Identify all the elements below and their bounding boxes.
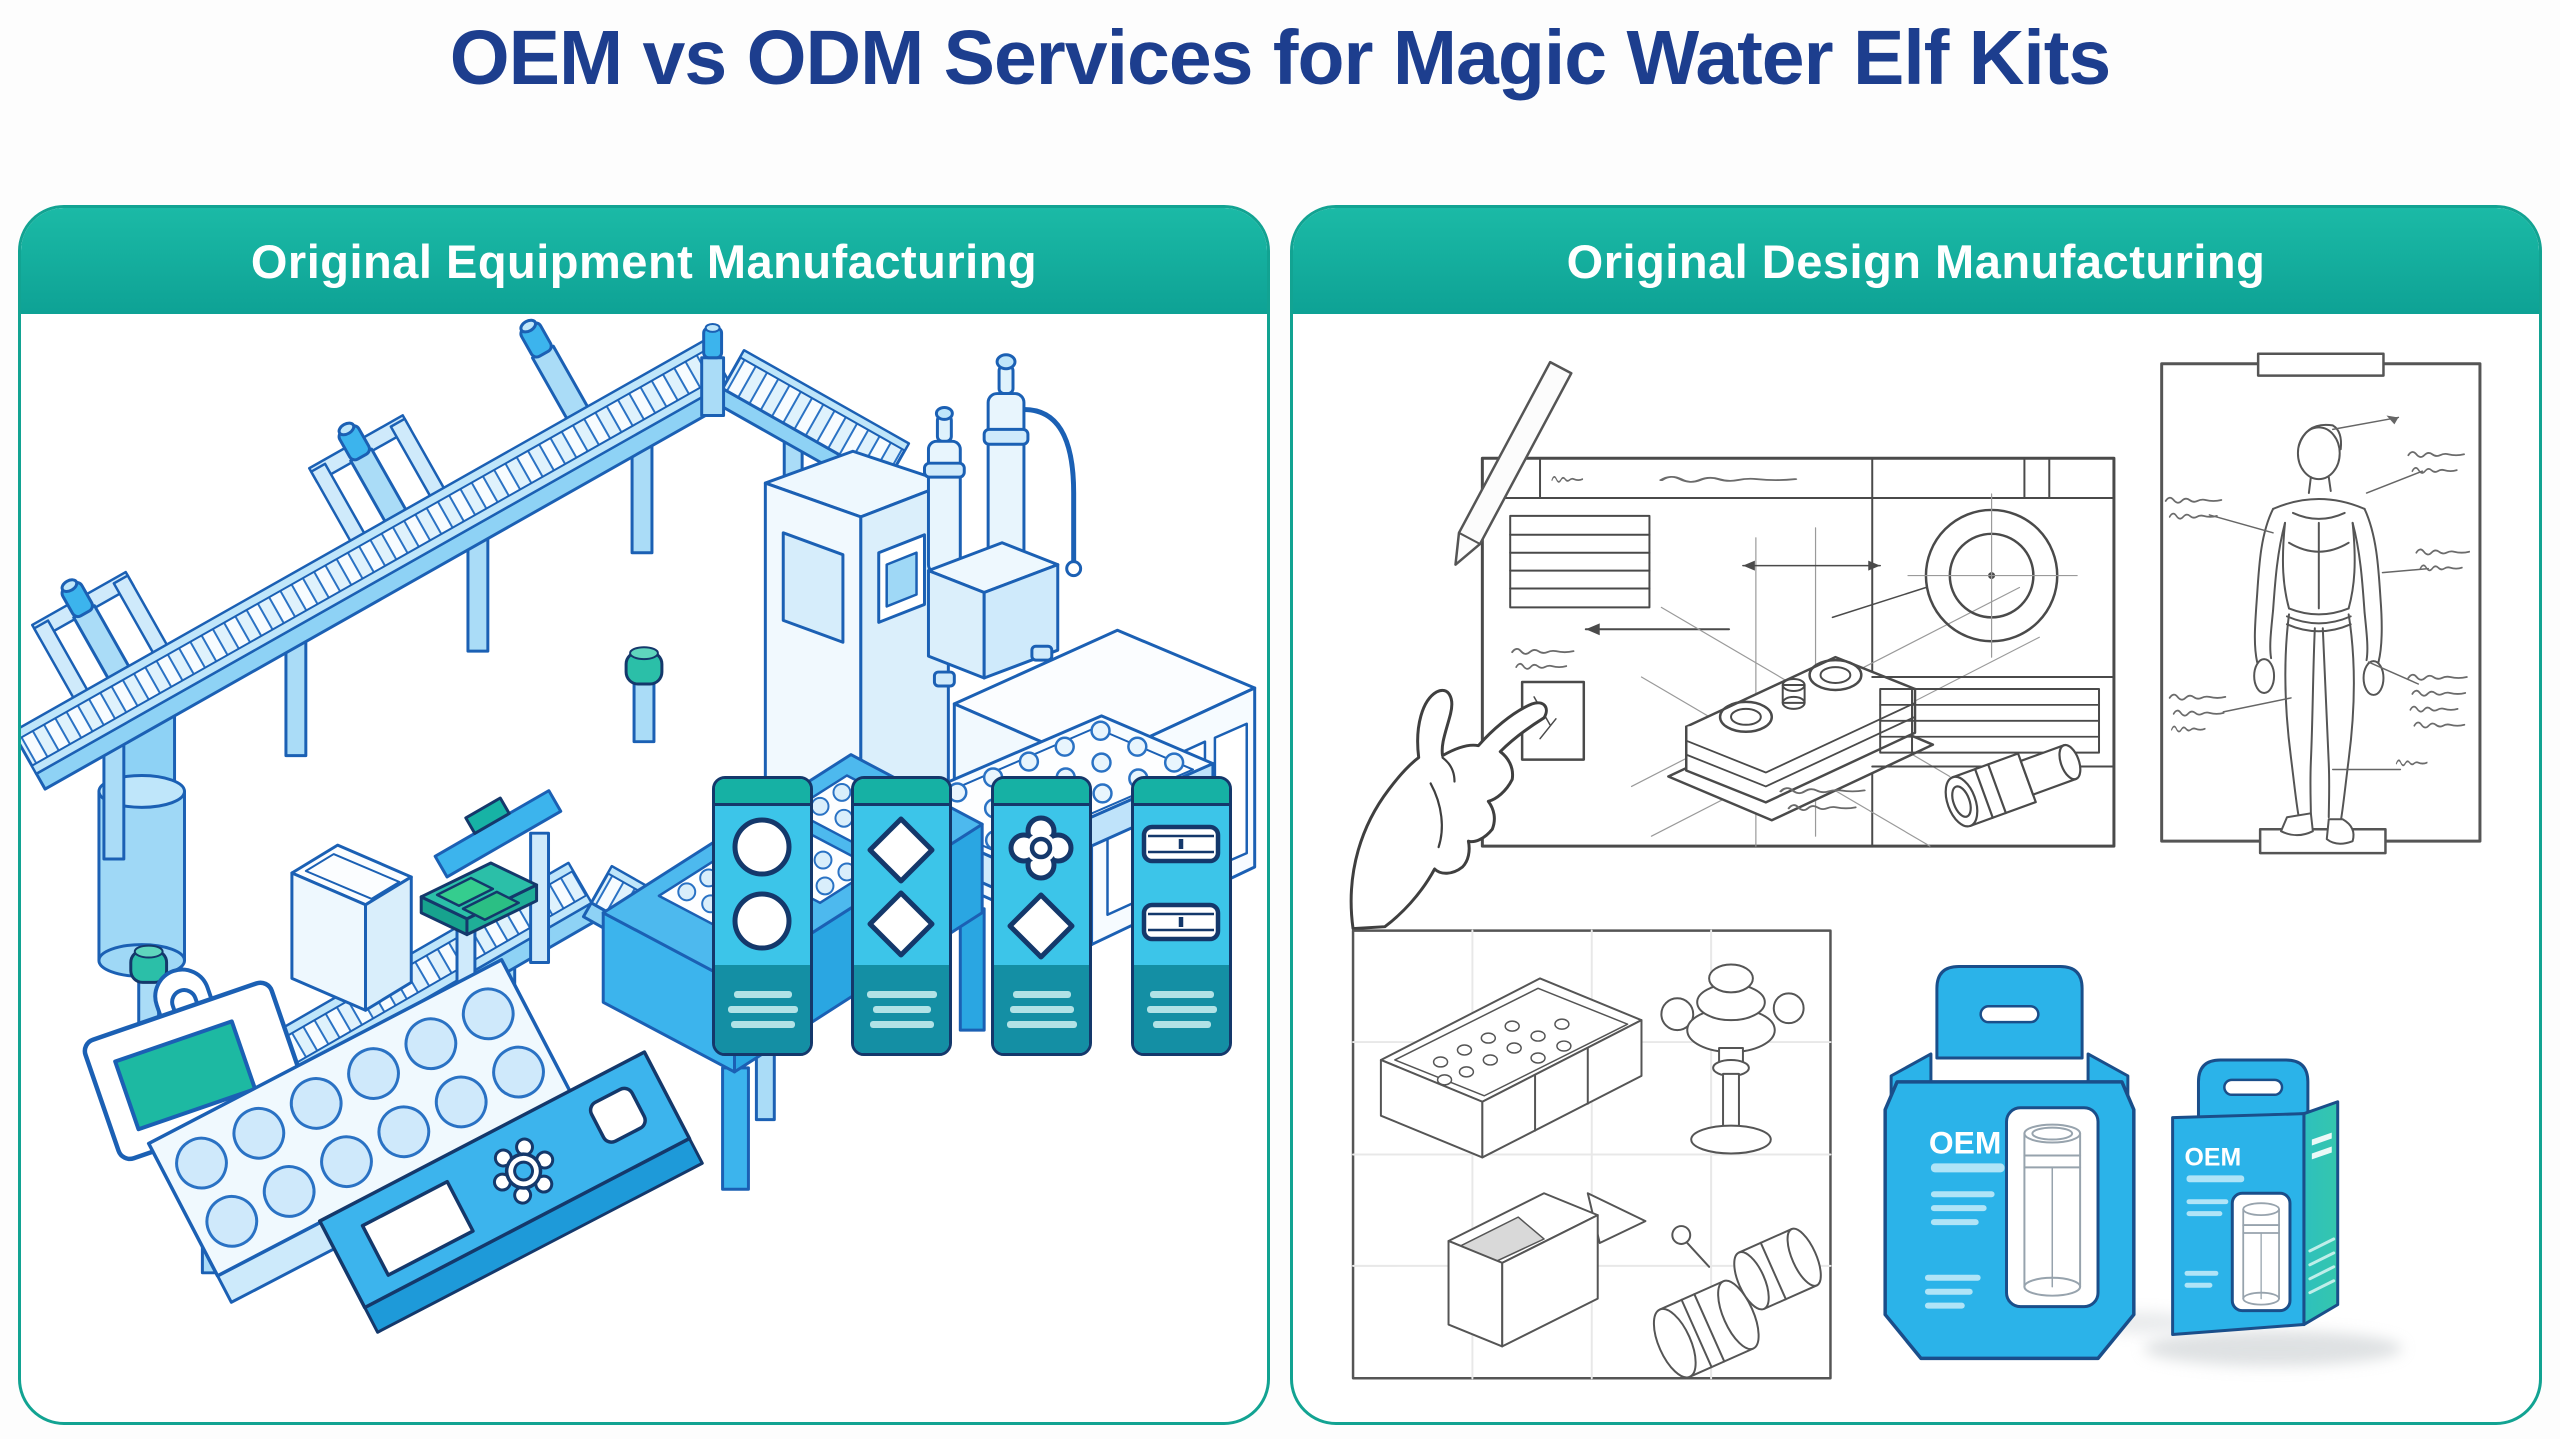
dispenser-stations — [60, 318, 590, 680]
panel-oem-header: Original Equipment Manufacturing — [21, 208, 1267, 314]
panel-odm-header: Original Design Manufacturing — [1293, 208, 2539, 314]
card-caption — [1134, 965, 1229, 1053]
open-box-sketch — [1447, 1192, 1647, 1348]
package-card-4 — [1131, 776, 1232, 1056]
two-diamonds-icon — [854, 809, 949, 969]
filling-machine-cabinet — [763, 449, 950, 869]
character-design-sheet — [2160, 352, 2482, 855]
technical-drawing-sheet — [1480, 456, 2116, 848]
panel-oem: Original Equipment Manufacturing — [18, 205, 1270, 1425]
page-title: OEM vs ODM Services for Magic Water Elf … — [449, 15, 2111, 101]
card-strip — [1134, 779, 1229, 806]
design-illustration: OEM — [1349, 352, 2482, 1380]
illegible-text-bars — [1924, 1163, 2005, 1309]
card-caption — [854, 965, 949, 1053]
card-caption — [994, 965, 1089, 1053]
oem-box-small-brand: OEM — [2185, 1143, 2242, 1171]
mold-drawing — [1630, 527, 2040, 847]
card-caption — [715, 965, 810, 1053]
panel-oem-title: Original Equipment Manufacturing — [250, 234, 1038, 288]
two-circles-icon — [715, 809, 810, 969]
box-shadow — [2143, 1330, 2403, 1367]
upper-conveyor-belt — [21, 318, 740, 791]
pencil-icon — [1454, 360, 1573, 566]
package-card-3 — [991, 776, 1092, 1056]
card-strip — [854, 779, 949, 806]
cylinder-part-drawing — [1944, 743, 2082, 828]
jar-window-art — [2023, 1123, 2082, 1297]
oem-box-small: OEM — [2171, 1058, 2340, 1336]
panel-odm-body: OEM — [1293, 314, 2539, 1422]
green-tray-icon — [419, 861, 539, 937]
concept-sketch-grid — [1351, 929, 1832, 1380]
oem-box-large-brand: OEM — [1929, 1124, 2001, 1160]
panel-odm: Original Design Manufacturing — [1290, 205, 2542, 1425]
toy-stand-sketch — [1660, 963, 1805, 1155]
panel-odm-title: Original Design Manufacturing — [1566, 234, 2266, 288]
white-carton-icon — [290, 843, 413, 1012]
panel-oem-body — [21, 314, 1267, 1422]
illegible-text-bars — [2184, 1175, 2245, 1288]
jar-window-art — [2242, 1202, 2280, 1306]
side-dashes — [2311, 1132, 2332, 1160]
rolls-sketch — [1652, 1225, 1822, 1379]
package-card-1 — [712, 776, 813, 1056]
card-strip — [994, 779, 1089, 806]
oem-box-large: OEM — [1883, 964, 2136, 1361]
blue-mold-plate — [318, 1050, 704, 1334]
card-strip — [715, 779, 810, 806]
pointing-hand — [1349, 689, 1548, 931]
two-slots-icon — [1134, 809, 1229, 969]
package-card-2 — [851, 776, 952, 1056]
display-case-sketch — [1379, 977, 1643, 1159]
piston-filler-unit — [922, 353, 1083, 688]
side-hatch — [2308, 1237, 2336, 1295]
flower-and-diamond-icon — [994, 809, 1089, 969]
